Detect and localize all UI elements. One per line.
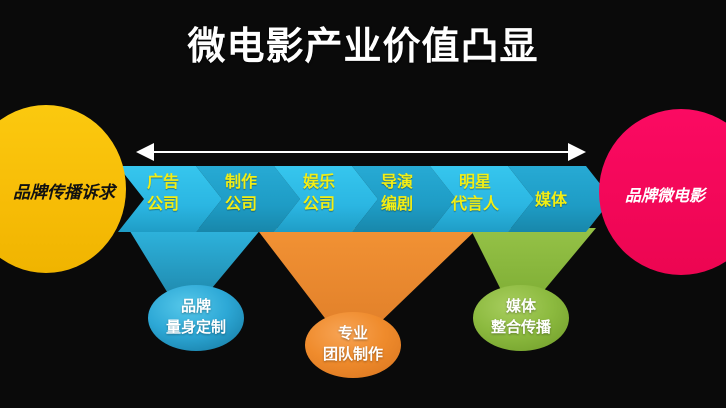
- left-cap-ellipse: [0, 105, 126, 273]
- bubble-green: [473, 285, 569, 351]
- chevron-band: [118, 166, 612, 232]
- chevron-5: [430, 166, 534, 232]
- chevron-2: [196, 166, 300, 232]
- funnel-blue: [128, 228, 262, 300]
- funnel-orange: [256, 228, 478, 330]
- chevron-1: [118, 166, 222, 232]
- chevron-6: [508, 166, 612, 232]
- funnel-green: [470, 228, 596, 300]
- chevron-4: [352, 166, 456, 232]
- funnel-group: [128, 228, 596, 330]
- bubble-blue: [148, 285, 244, 351]
- right-cap-ellipse: [599, 109, 726, 275]
- chevron-3: [274, 166, 378, 232]
- bubble-orange: [305, 312, 401, 378]
